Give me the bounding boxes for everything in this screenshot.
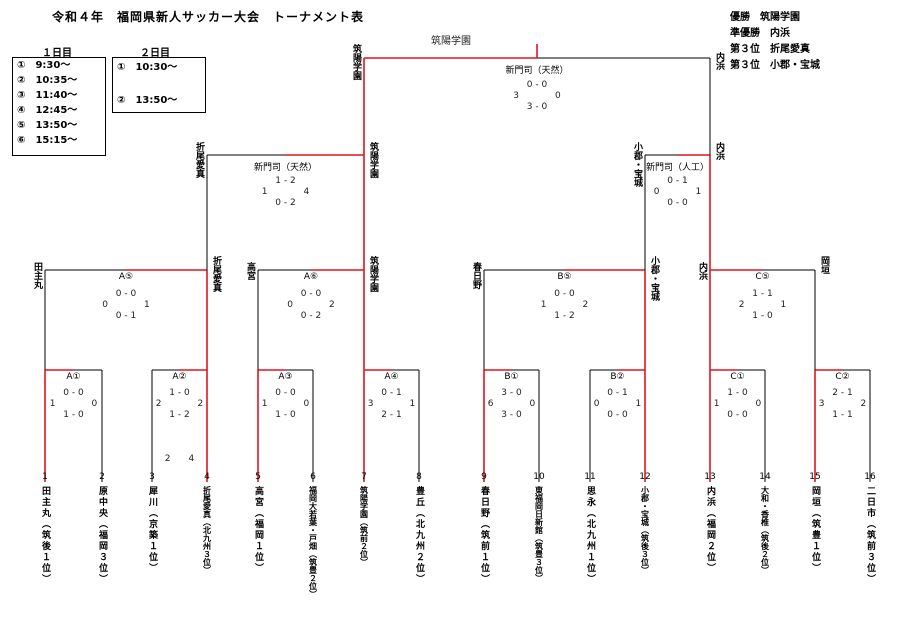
champion-label: 筑陽学園 — [431, 36, 471, 47]
winner-name: 内浜 — [714, 52, 724, 70]
team-number: 16 — [864, 472, 876, 482]
team-number: 3 — [149, 472, 155, 482]
match-score: 1 - 0 1 0 0 - 0 — [713, 388, 762, 420]
match-label: C⑤ — [755, 272, 770, 282]
winner-name: 筑陽学園 — [351, 44, 361, 80]
page-title: 令和４年 福岡県新人サッカー大会 トーナメント表 — [52, 10, 365, 24]
team-name: 思永（北九州１位） — [585, 486, 595, 585]
match-score: 0 - 1 0 1 0 - 0 — [653, 176, 702, 208]
winner-name: 小郡・宝城 — [632, 142, 642, 187]
winner-name: 田主丸 — [32, 262, 42, 289]
match-label: C① — [730, 372, 745, 382]
winner-name: 岡垣 — [819, 256, 829, 274]
winner-name: 内浜 — [714, 142, 724, 160]
team-name: 小郡・宝城（筑後３位） — [640, 486, 650, 574]
team-name: 岡垣（筑豊１位） — [810, 486, 820, 574]
team-name: 東福岡日新館（筑豊３位） — [534, 486, 544, 582]
team-name: 大和・香椎（筑後２位） — [760, 486, 770, 574]
match-label: A⑤ — [118, 272, 134, 282]
match-score: 2 - 1 3 2 1 - 1 — [818, 388, 867, 420]
team-number: 4 — [204, 472, 210, 482]
team-number: 8 — [416, 472, 422, 482]
schedule-day1-slot: ② 10:35～ — [17, 75, 78, 86]
team-number: 11 — [584, 472, 596, 482]
match-score: 1 - 1 2 1 1 - 0 — [738, 289, 787, 321]
match-venue: 新門司（天然） — [253, 163, 318, 173]
match-score: 0 - 0 1 0 1 - 0 — [261, 388, 310, 420]
schedule-day1-heading: １日目 — [42, 48, 72, 59]
team-name: 豊丘（北九州２位） — [414, 486, 424, 585]
team-name: 筑陽学園（筑前２位） — [359, 486, 369, 566]
team-name: 田主丸（筑後１位） — [40, 486, 50, 585]
winner-name: 小郡・宝城 — [649, 256, 659, 301]
team-number: 15 — [809, 472, 821, 482]
match-score: 0 - 0 1 2 1 - 2 — [540, 289, 589, 321]
winner-name: 高宮 — [245, 262, 255, 280]
match-label: B② — [610, 372, 625, 382]
match-score: 1 - 2 1 4 0 - 2 — [261, 176, 310, 208]
team-name: 福岡大若葉・戸畑（筑豊２位） — [308, 486, 318, 598]
winner-name: 春日野 — [471, 262, 481, 289]
match-score: 0 - 0 0 1 0 - 1 — [102, 289, 150, 321]
match-label: B① — [504, 372, 519, 382]
schedule-day2-box: ① 10:30～ ② 13:50～ — [112, 57, 206, 113]
team-name: 高宮（福岡１位） — [253, 486, 263, 574]
match-venue: 新門司（天然） — [505, 66, 569, 76]
team-name: 犀川（京築１位） — [147, 486, 157, 574]
match-pk-score: 2 4 — [164, 454, 195, 464]
team-number: 1 — [42, 472, 48, 482]
schedule-day1-box: ① 9:30～ ② 10:35～ ③ 11:40～ ④ 12:45～ ⑤ 13:… — [12, 57, 106, 156]
team-name: 春日野（筑前１位） — [479, 486, 489, 585]
team-number: 2 — [99, 472, 105, 482]
match-label: A⑥ — [303, 272, 319, 282]
team-name: 折尾愛真（北九州３位） — [202, 486, 212, 574]
schedule-day2-heading: ２日目 — [140, 48, 170, 59]
winner-name: 筑陽学園 — [368, 142, 378, 178]
match-label: A② — [172, 372, 187, 382]
team-number: 7 — [361, 472, 367, 482]
match-score: 3 - 0 6 0 3 - 0 — [487, 388, 536, 420]
winner-name: 折尾愛真 — [211, 256, 221, 292]
winner-name: 内浜 — [697, 262, 707, 280]
schedule-day2-slot: ① 10:30～ — [117, 62, 178, 73]
match-score: 1 - 0 2 2 1 - 2 — [155, 388, 204, 420]
team-number: 13 — [704, 472, 716, 482]
schedule-day1-slot: ⑤ 13:50～ — [17, 120, 78, 131]
result-champion: 優勝 筑陽学園 — [730, 12, 800, 23]
match-label: A③ — [278, 372, 293, 382]
match-score: 0 - 0 3 0 3 - 0 — [513, 80, 561, 112]
schedule-day1-slot: ⑥ 15:15～ — [17, 135, 78, 146]
match-score: 0 - 1 3 1 2 - 1 — [367, 388, 416, 420]
match-label: B⑤ — [557, 272, 572, 282]
match-label: C② — [835, 372, 850, 382]
winner-name: 筑陽学園 — [368, 256, 378, 292]
team-number: 14 — [759, 472, 771, 482]
schedule-day2-slot: ② 13:50～ — [117, 95, 178, 106]
schedule-day1-slot: ③ 11:40～ — [17, 90, 78, 101]
team-name: 二日市（筑前３位） — [865, 486, 875, 585]
team-number: 5 — [255, 472, 261, 482]
result-runner-up: 準優勝 内浜 — [730, 28, 790, 39]
team-name: 内浜（福岡２位） — [705, 486, 715, 574]
match-score: 0 - 0 0 2 0 - 2 — [287, 289, 335, 321]
team-number: 12 — [639, 472, 651, 482]
match-score: 0 - 0 1 0 1 - 0 — [49, 388, 98, 420]
match-score: 0 - 1 0 1 0 - 0 — [593, 388, 642, 420]
result-third-1: 第３位 折尾愛真 — [730, 44, 810, 55]
schedule-day1-slot: ① 9:30～ — [17, 60, 71, 71]
schedule-day1-slot: ④ 12:45～ — [17, 105, 78, 116]
team-name: 原中央（福岡３位） — [97, 486, 107, 585]
match-venue: 新門司（人工） — [645, 163, 710, 173]
match-label: A④ — [384, 372, 399, 382]
winner-name: 折尾愛真 — [194, 142, 204, 178]
match-label: A① — [66, 372, 81, 382]
team-number: 9 — [481, 472, 487, 482]
team-number: 10 — [533, 472, 545, 482]
team-number: 6 — [310, 472, 316, 482]
result-third-2: 第３位 小郡・宝城 — [730, 60, 820, 71]
results-list: 優勝 筑陽学園 準優勝 内浜 第３位 折尾愛真 第３位 小郡・宝城 — [730, 10, 820, 74]
